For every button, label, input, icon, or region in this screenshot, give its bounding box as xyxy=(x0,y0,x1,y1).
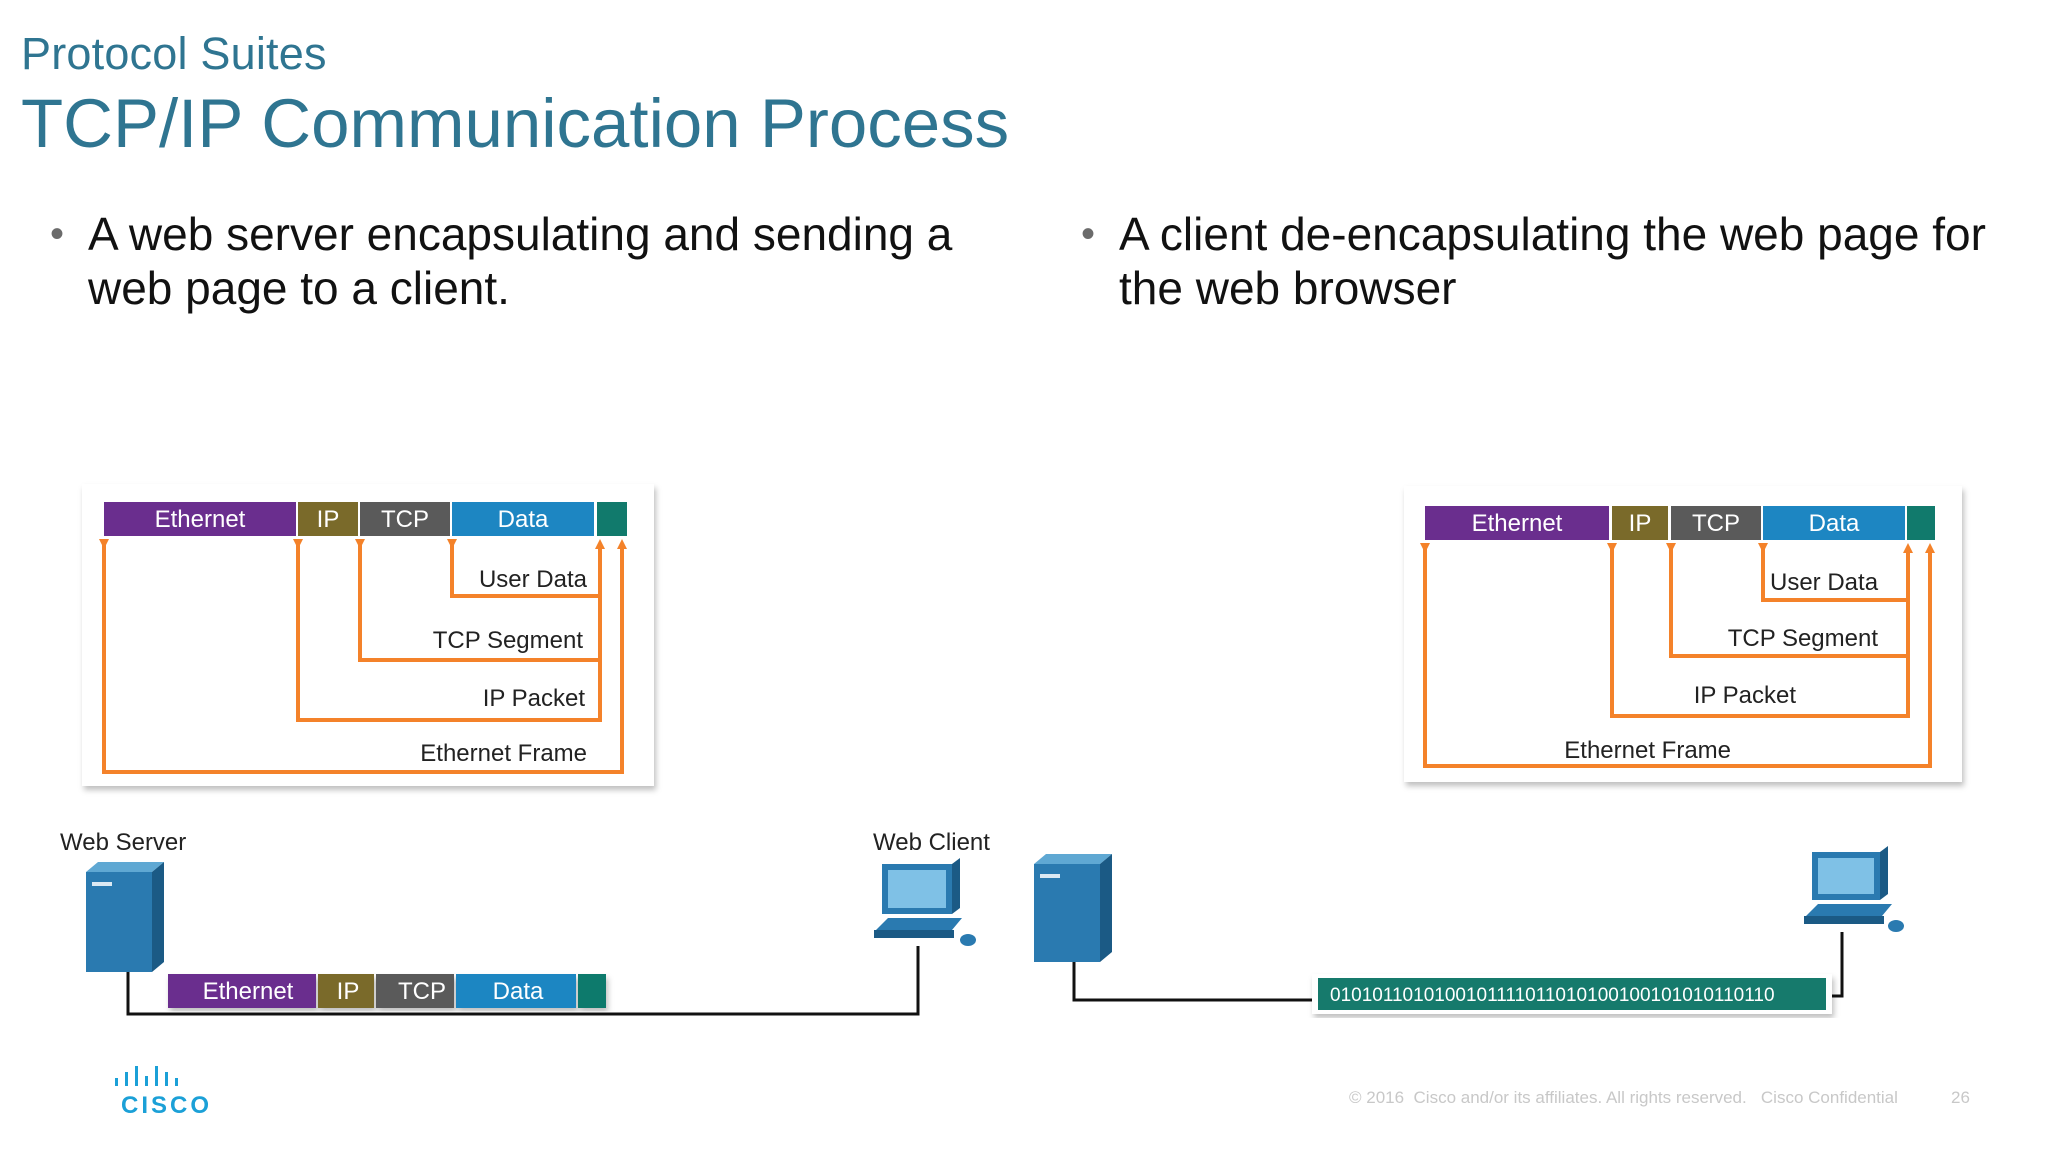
ethernet-trailer xyxy=(578,974,606,1008)
bullet-right-text: A client de-encapsulating the web page f… xyxy=(1119,208,1986,314)
tcp-segment-label: TCP Segment xyxy=(1728,625,1879,652)
data-label: Data xyxy=(498,506,549,533)
encapsulation-panel-left: Ethernet IP TCP Data User Data TCP Segme… xyxy=(82,484,654,786)
network-cable-right-a xyxy=(1072,962,1312,1002)
workstation-icon xyxy=(1804,846,1904,932)
tcp-label: TCP xyxy=(381,506,429,533)
tcp-label: TCP xyxy=(398,978,446,1005)
slide-title: TCP/IP Communication Process xyxy=(21,85,1010,162)
ethernet-label: Ethernet xyxy=(155,506,246,533)
ip-label: IP xyxy=(337,978,360,1005)
user-data-label: User Data xyxy=(479,566,588,593)
bullet-dot: • xyxy=(50,212,65,256)
tcp-segment-label: TCP Segment xyxy=(433,627,584,654)
ethernet-trailer xyxy=(1907,506,1935,540)
encapsulation-brackets-right xyxy=(1420,543,1935,768)
data-payload xyxy=(456,974,576,1008)
bullet-encapsulation: • A web server encapsulating and sending… xyxy=(50,207,988,315)
tcp-header xyxy=(360,502,450,536)
ethernet-label: Ethernet xyxy=(1472,510,1563,537)
ip-label: IP xyxy=(1629,510,1652,537)
binary-stream: 0101011010100101111011010100100101010110… xyxy=(1312,974,1832,1014)
ethernet-header xyxy=(104,502,296,536)
ip-packet-label: IP Packet xyxy=(1694,682,1797,709)
ethernet-frame-label: Ethernet Frame xyxy=(1564,737,1731,764)
server-icon xyxy=(1034,854,1112,962)
user-data-label: User Data xyxy=(1770,569,1879,596)
encapsulation-panel-right: Ethernet IP TCP Data User Data TCP Segme… xyxy=(1404,486,1962,782)
cisco-logo-icon xyxy=(115,1066,178,1086)
ip-packet-bracket xyxy=(1607,543,1910,718)
ip-packet-bracket xyxy=(293,539,602,722)
ethernet-header xyxy=(168,974,316,1008)
data-payload xyxy=(1763,506,1905,540)
ip-header xyxy=(1612,506,1668,540)
ethernet-frame-label: Ethernet Frame xyxy=(420,740,587,767)
network-right: 0101011010100101111011010100100101010110… xyxy=(1034,846,1904,1014)
page-number: 26 xyxy=(1951,1088,1970,1107)
copyright-notice: © 2016 Cisco and/or its affiliates. All … xyxy=(1349,1088,1898,1107)
data-label: Data xyxy=(493,978,544,1005)
frame-on-wire: Ethernet IP TCP Data xyxy=(168,974,606,1008)
ethernet-label: Ethernet xyxy=(203,978,294,1005)
ip-label: IP xyxy=(317,506,340,533)
ethernet-trailer xyxy=(597,502,627,536)
ip-header xyxy=(318,974,374,1008)
frame-header-left: Ethernet IP TCP Data xyxy=(104,502,627,536)
ethernet-header xyxy=(1425,506,1609,540)
network-cable-left xyxy=(126,946,920,1016)
network-left: Web Server Web Client Ethernet xyxy=(60,829,990,1016)
cisco-logo-text: CISCO xyxy=(121,1092,213,1119)
encapsulation-brackets-left xyxy=(99,539,627,774)
ip-packet-label: IP Packet xyxy=(483,685,586,712)
tcp-header xyxy=(376,974,454,1008)
workstation-icon xyxy=(874,858,976,946)
data-payload xyxy=(452,502,594,536)
network-cable-right-b xyxy=(1832,932,1844,998)
ip-header xyxy=(298,502,358,536)
bullet-left-text: A web server encapsulating and sending a… xyxy=(88,208,953,314)
tcp-header xyxy=(1671,506,1761,540)
binary-frame xyxy=(1318,978,1826,1010)
bullet-deencapsulation: • A client de-encapsulating the web page… xyxy=(1081,207,2009,315)
frame-header-right: Ethernet IP TCP Data xyxy=(1425,506,1935,540)
bullet-dot: • xyxy=(1081,212,1096,256)
tcp-label: TCP xyxy=(1692,510,1740,537)
web-client-label: Web Client xyxy=(873,829,990,856)
slide-subtitle: Protocol Suites xyxy=(21,28,327,79)
binary-text: 0101011010100101111011010100100101010110… xyxy=(1330,985,1775,1006)
ethernet-frame-bracket xyxy=(99,539,627,774)
data-label: Data xyxy=(1809,510,1860,537)
web-server-label: Web Server xyxy=(60,829,186,856)
ethernet-frame-bracket xyxy=(1420,543,1935,768)
server-icon xyxy=(86,862,164,972)
